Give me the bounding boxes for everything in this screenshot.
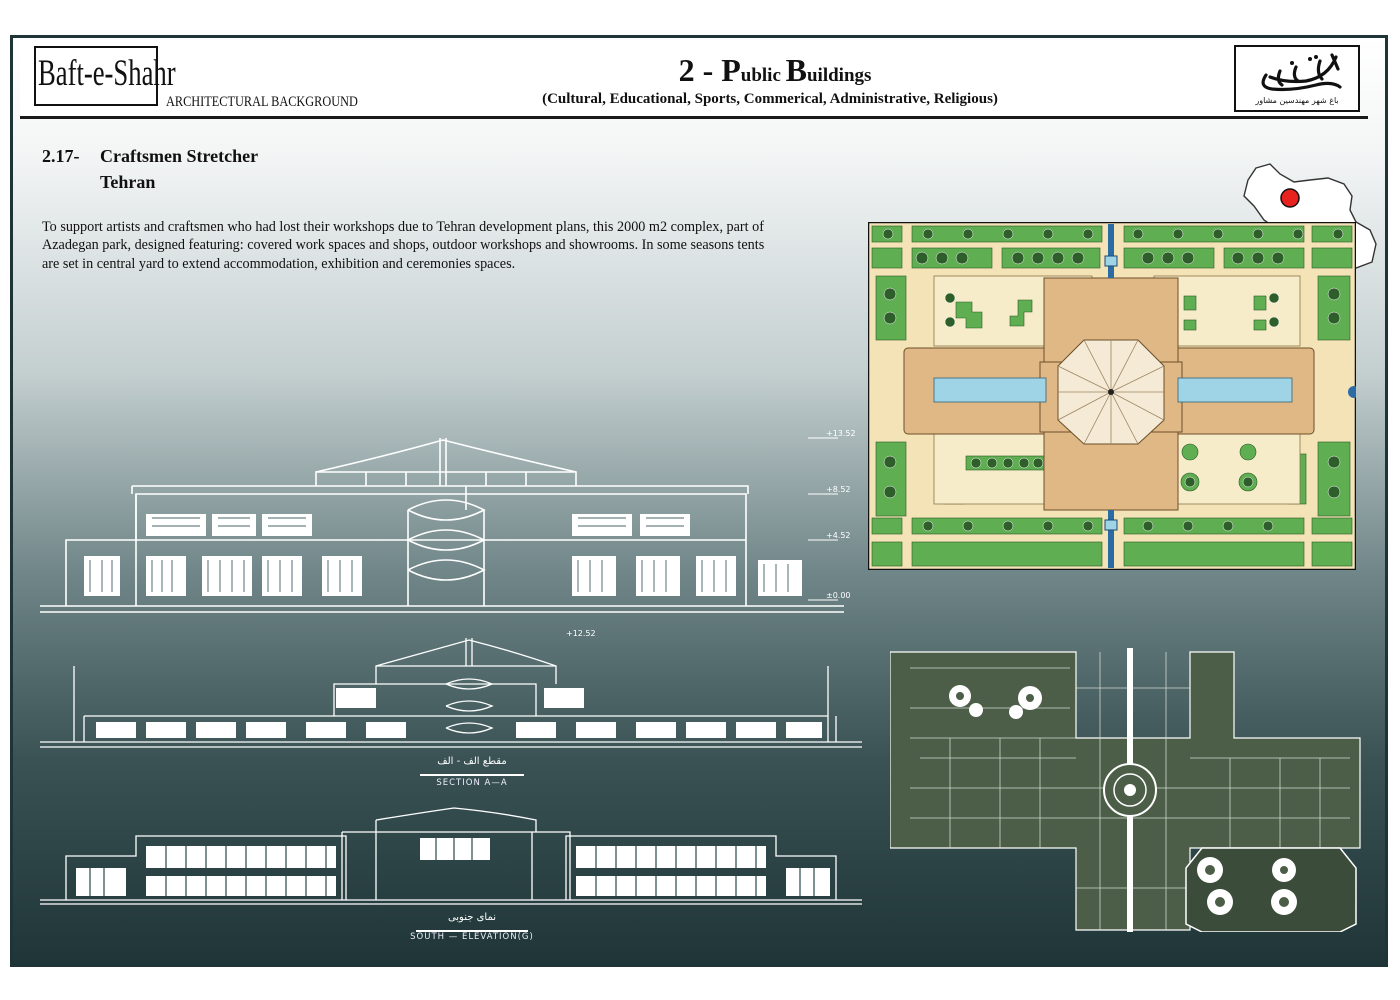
logo: Baft-e-Shahr bbox=[38, 53, 176, 94]
section-a-a-drawing: +12.52 bbox=[40, 630, 862, 748]
project-description: To support artists and craftsmen who had… bbox=[42, 219, 765, 272]
title-p: P bbox=[721, 52, 741, 88]
seal-calligraphy-icon: باغ شهر مهندسین مشاور bbox=[1254, 53, 1342, 105]
title-b: B bbox=[785, 52, 807, 88]
section-label-persian: مقطع الف - الف bbox=[437, 756, 507, 767]
south-elevation-drawing bbox=[40, 807, 862, 905]
logo-box bbox=[34, 46, 158, 106]
header-divider bbox=[20, 116, 1368, 119]
section-title: Craftsmen Stretcher bbox=[100, 146, 259, 166]
section-label-underline bbox=[420, 774, 524, 776]
section-drawing-large: +13.52 +8.52 +4.52 ±0.00 bbox=[40, 430, 856, 613]
section-label: SECTION A—A bbox=[436, 778, 508, 788]
elevation-label-underline bbox=[416, 930, 528, 932]
section-number: 2.17- bbox=[42, 146, 80, 166]
level-label-3: +4.52 bbox=[826, 531, 851, 540]
header-bar bbox=[20, 40, 1360, 116]
level-label-5: +12.52 bbox=[566, 630, 596, 638]
level-label-1: +13.52 bbox=[826, 430, 856, 438]
floor-plan bbox=[890, 648, 1361, 932]
page-subtitle: (Cultural, Educational, Sports, Commeric… bbox=[542, 91, 998, 107]
seal-text: باغ شهر مهندسین مشاور bbox=[1254, 96, 1338, 105]
level-label-2: +8.52 bbox=[826, 485, 851, 494]
title-ublic: ublic bbox=[740, 65, 786, 86]
page-title: 2 - Public Buildings bbox=[560, 52, 990, 89]
logo-subtitle: ARCHITECTURAL BACKGROUND bbox=[166, 94, 358, 110]
location-dot-icon bbox=[1280, 188, 1300, 208]
elevation-label-persian: نمای جنوبی bbox=[447, 912, 497, 923]
title-number: 2 - bbox=[678, 52, 722, 88]
site-plan bbox=[868, 222, 1356, 570]
seal-logo: باغ شهر مهندسین مشاور bbox=[1234, 45, 1360, 112]
title-uildings: uildings bbox=[806, 65, 872, 86]
elevation-label: SOUTH — ELEVATION(G) bbox=[410, 932, 534, 942]
section-city: Tehran bbox=[100, 172, 156, 192]
level-label-4: ±0.00 bbox=[826, 591, 851, 600]
